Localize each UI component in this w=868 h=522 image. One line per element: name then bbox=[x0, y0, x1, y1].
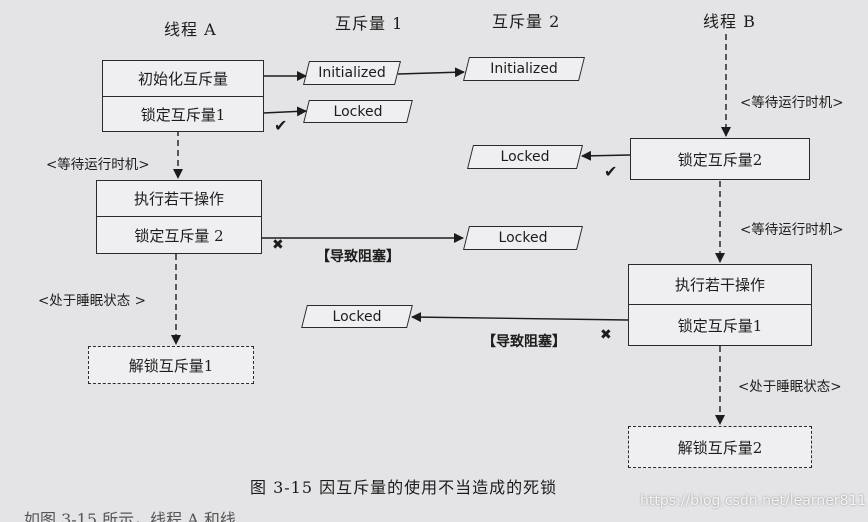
thread-a-work-box: 执行若干操作 bbox=[96, 180, 262, 216]
m2-locked-blocked-state: Locked bbox=[466, 226, 580, 250]
thread-b-sleep-note: <处于睡眠状态> bbox=[738, 379, 842, 395]
thread-b-work-box: 执行若干操作 bbox=[628, 264, 812, 304]
arrow-lock-m1 bbox=[262, 106, 307, 117]
thread-b-unlock-label: 解锁互斥量2 bbox=[677, 438, 763, 457]
thread-a-lock-m1-label: 锁定互斥量1 bbox=[140, 105, 226, 124]
cross-icon: ✖ bbox=[272, 237, 284, 253]
thread-a-lock-m2-label: 锁定互斥量 2 bbox=[134, 226, 224, 245]
footer-body-text: 如图 3-15 所示，线程 A 和线 bbox=[24, 510, 236, 522]
thread-b-unlock-box: 解锁互斥量2 bbox=[628, 426, 812, 468]
thread-b-lock-m1-label: 锁定互斥量1 bbox=[677, 316, 763, 335]
thread-a-init-mutex-box: 初始化互斥量 bbox=[102, 60, 264, 96]
m2-locked-state: Locked bbox=[470, 145, 580, 169]
m2-initialized-state: Initialized bbox=[466, 57, 582, 81]
block-label-b: 【导致阻塞】 bbox=[482, 334, 566, 350]
m1-locked-blocked-state: Locked bbox=[304, 305, 410, 328]
mutex-1-title: 互斥量 1 bbox=[335, 14, 404, 33]
thread-b-wait-note-1: <等待运行时机> bbox=[740, 95, 844, 111]
thread-a-unlock-box: 解锁互斥量1 bbox=[88, 346, 254, 384]
thread-a-title: 线程 A bbox=[164, 20, 217, 39]
thread-a-work-label: 执行若干操作 bbox=[133, 190, 224, 208]
figure-caption: 图 3-15 因互斥量的使用不当造成的死锁 bbox=[250, 478, 558, 497]
mutex-2-title: 互斥量 2 bbox=[492, 12, 561, 31]
thread-b-lock-m2-box: 锁定互斥量2 bbox=[630, 138, 810, 180]
thread-a-init-mutex-label: 初始化互斥量 bbox=[137, 70, 228, 88]
watermark: https://blog.csdn.net/learner811 bbox=[640, 493, 867, 509]
thread-b-work-label: 执行若干操作 bbox=[674, 276, 765, 294]
m1-locked-blocked-label: Locked bbox=[332, 308, 382, 325]
thread-b-lock-m1-box: 锁定互斥量1 bbox=[628, 304, 812, 346]
thread-a-sleep-note: <处于睡眠状态 > bbox=[38, 293, 146, 309]
thread-a-unlock-label: 解锁互斥量1 bbox=[128, 356, 214, 375]
m2-initialized-label: Initialized bbox=[490, 61, 558, 77]
thread-b-wait-note-2: <等待运行时机> bbox=[740, 222, 844, 238]
m1-initialized-label: Initialized bbox=[318, 65, 386, 81]
thread-a-lock-m2-box: 锁定互斥量 2 bbox=[96, 216, 262, 254]
m2-locked-blocked-label: Locked bbox=[498, 230, 548, 246]
cross-icon: ✖ bbox=[600, 327, 612, 343]
arrow-b-lock-m2 bbox=[581, 150, 631, 161]
arrow-m1-to-m2-init bbox=[397, 67, 465, 78]
arrow-b-lock-m1 bbox=[411, 312, 629, 323]
thread-b-lock-m2-label: 锁定互斥量2 bbox=[677, 150, 763, 169]
thread-a-wait-note: <等待运行时机> bbox=[46, 157, 150, 173]
m1-initialized-state: Initialized bbox=[306, 61, 398, 85]
block-label-a: 【导致阻塞】 bbox=[316, 249, 400, 265]
check-icon: ✔ bbox=[604, 162, 618, 181]
m1-locked-state: Locked bbox=[306, 100, 410, 123]
thread-a-lock-m1-box: 锁定互斥量1 bbox=[102, 96, 264, 132]
m1-locked-label: Locked bbox=[333, 103, 383, 120]
m2-locked-label: Locked bbox=[500, 149, 550, 165]
check-icon: ✔ bbox=[274, 116, 288, 135]
thread-b-title: 线程 B bbox=[703, 12, 756, 31]
